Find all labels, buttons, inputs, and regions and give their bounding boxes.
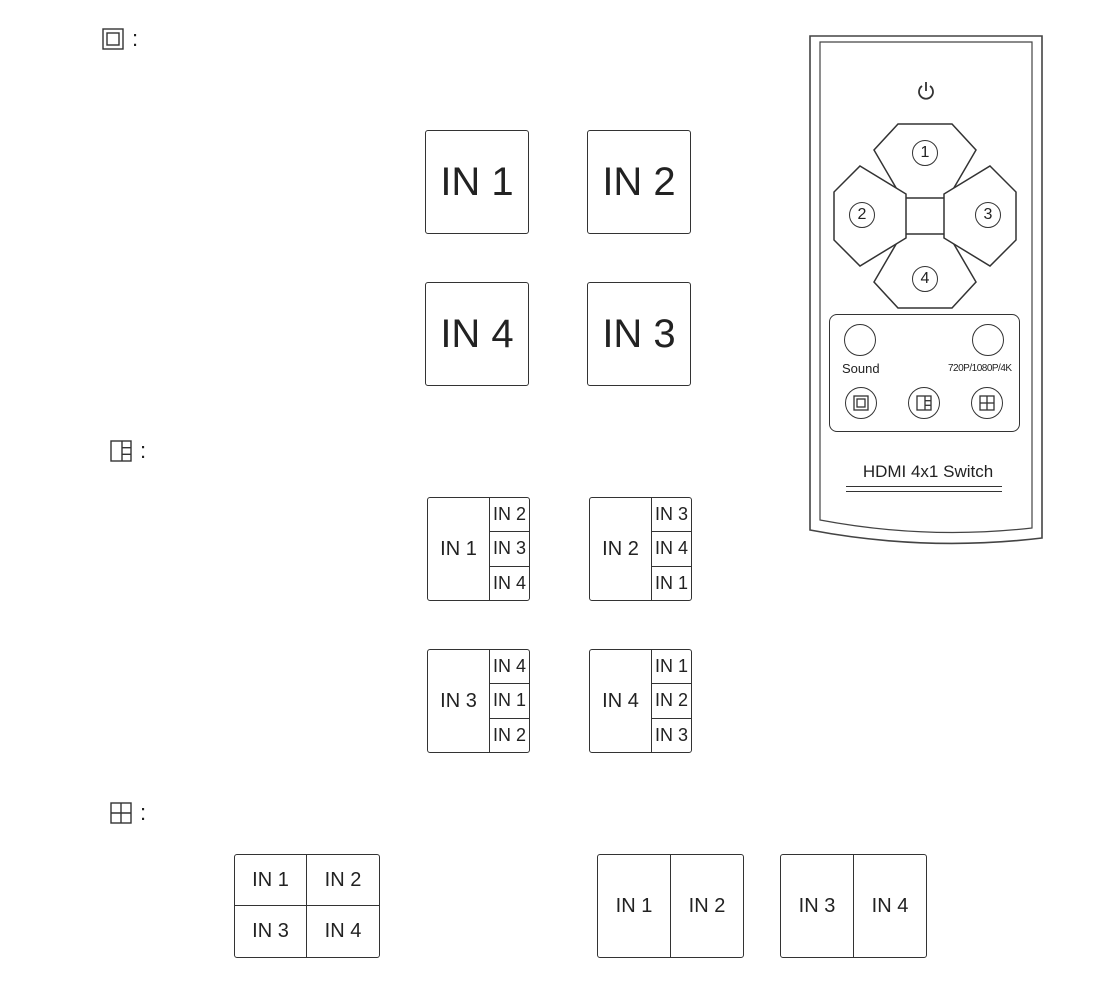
pip-side-input: IN 1 <box>654 656 688 677</box>
pip-main-input: IN 2 <box>590 498 652 600</box>
sound-label: Sound <box>842 361 880 376</box>
pip-side-input: IN 1 <box>490 683 529 717</box>
pip-tile: IN 4 IN 1 IN 2 IN 3 <box>589 649 692 753</box>
colon: : <box>140 438 147 463</box>
pip-main-input: IN 1 <box>428 498 490 600</box>
quad-cell: IN 4 <box>324 920 362 942</box>
pip-mode-label: : <box>110 438 146 464</box>
remote-title: HDMI 4x1 Switch <box>862 462 994 481</box>
pip-side-input: IN 2 <box>490 717 529 752</box>
title-underline <box>846 486 1002 487</box>
dpad-number-4: 4 <box>912 266 938 292</box>
pip-side-input: IN 4 <box>492 656 526 677</box>
pip-side-input: IN 4 <box>490 565 529 600</box>
remote-body <box>809 35 1043 545</box>
single-window-icon <box>853 395 869 411</box>
colon: : <box>132 26 139 51</box>
split-pair-tile: IN 3 IN 4 <box>780 854 927 958</box>
split-cell: IN 3 <box>798 894 836 917</box>
resolution-label: 720P/1080P/4K <box>948 363 1012 374</box>
pip-side-input: IN 1 <box>652 565 691 600</box>
pip-side-input: IN 2 <box>492 504 526 525</box>
quad-grid-tile: IN 1 IN 2 IN 3 IN 4 <box>234 854 380 958</box>
split-cell: IN 1 <box>615 894 653 917</box>
quad-split-icon <box>979 395 995 411</box>
colon: : <box>140 800 147 825</box>
pip-layout-icon <box>110 440 132 462</box>
pip-side-input: IN 3 <box>652 717 691 752</box>
pip-layout-icon <box>916 395 932 411</box>
pip-side-input: IN 4 <box>652 531 691 565</box>
pip-side-input: IN 2 <box>652 683 691 717</box>
pip-tile: IN 3 IN 4 IN 1 IN 2 <box>427 649 530 753</box>
dpad-number-3: 3 <box>975 202 1001 228</box>
title-underline <box>846 491 1002 492</box>
power-icon[interactable] <box>916 80 936 102</box>
dpad-number-1: 1 <box>912 140 938 166</box>
quad-cell: IN 3 <box>235 906 307 957</box>
split-cell: IN 2 <box>670 855 743 957</box>
single-window-icon <box>102 28 124 50</box>
sound-button[interactable] <box>844 324 876 356</box>
quad-cell: IN 1 <box>235 855 307 906</box>
quad-mode-button[interactable] <box>971 387 1003 419</box>
single-mode-label: : <box>102 26 138 52</box>
pip-side-input: IN 3 <box>490 531 529 565</box>
quad-split-icon <box>110 802 132 824</box>
pip-tile: IN 1 IN 2 IN 3 IN 4 <box>427 497 530 601</box>
pip-main-input: IN 3 <box>428 650 490 752</box>
pip-tile: IN 2 IN 3 IN 4 IN 1 <box>589 497 692 601</box>
pip-mode-button[interactable] <box>908 387 940 419</box>
pip-main-input: IN 4 <box>590 650 652 752</box>
single-tile: IN 3 <box>587 282 691 386</box>
single-tile: IN 1 <box>425 130 529 234</box>
single-tile: IN 2 <box>587 130 691 234</box>
resolution-button[interactable] <box>972 324 1004 356</box>
split-pair-tile: IN 1 IN 2 <box>597 854 744 958</box>
button-panel <box>829 314 1020 432</box>
quad-mode-label: : <box>110 800 146 826</box>
single-tile: IN 4 <box>425 282 529 386</box>
single-mode-button[interactable] <box>845 387 877 419</box>
quad-cell: IN 2 <box>307 855 379 906</box>
remote-control: 1 2 3 4 Sound 720P/1080P/4K HDMI 4x1 Swi… <box>800 30 1050 550</box>
pip-side-input: IN 3 <box>654 504 688 525</box>
dpad-number-2: 2 <box>849 202 875 228</box>
split-cell: IN 4 <box>853 855 926 957</box>
